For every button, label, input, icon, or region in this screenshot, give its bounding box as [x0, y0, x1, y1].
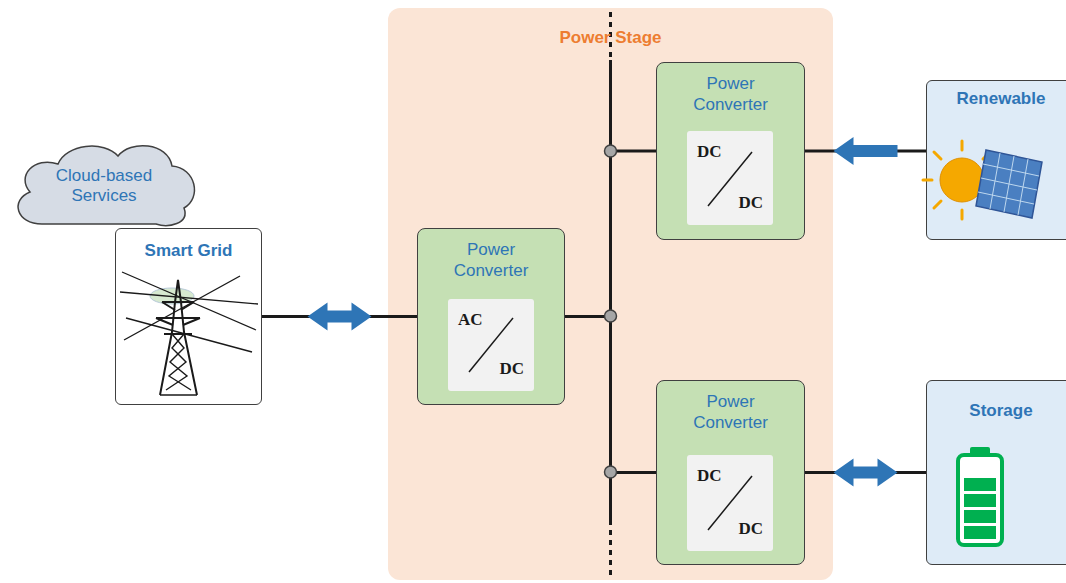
converter-box: Power ConverterDC DC: [656, 62, 805, 240]
input-type: AC: [458, 311, 483, 330]
arrow-head: [834, 137, 898, 165]
box-title: Smart Grid: [145, 241, 233, 261]
band-title: Power Stage: [559, 28, 661, 48]
tower-icon: [120, 272, 258, 395]
box-title: Renewable: [957, 89, 1046, 109]
converter-label: Power Converter: [681, 73, 781, 116]
solar-panel-icon: [976, 150, 1042, 218]
output-type: DC: [738, 520, 763, 539]
input-type: DC: [697, 143, 722, 162]
battery-icon: [958, 447, 1002, 545]
output-type: DC: [738, 194, 763, 213]
grid-box: Smart Grid: [115, 228, 262, 405]
dc-bus: [609, 12, 612, 578]
converter-label: Power Converter: [681, 391, 781, 434]
input-type: DC: [697, 467, 722, 486]
cloud-label: Cloud-based Services: [47, 166, 162, 207]
cloud-shape: Cloud-based Services: [8, 138, 200, 228]
converter-box: Power ConverterDC DC: [656, 380, 805, 565]
arrow-head: [308, 303, 372, 331]
cloud-outline: [18, 146, 194, 226]
box-title: Storage: [969, 401, 1032, 421]
bus-junction: [605, 145, 617, 478]
converter-slash: [469, 152, 752, 530]
output-type: DC: [499, 360, 524, 379]
converter-box: Power ConverterAC DC: [417, 228, 565, 405]
arrow-head: [834, 459, 898, 487]
converter-label: Power Converter: [441, 239, 541, 282]
